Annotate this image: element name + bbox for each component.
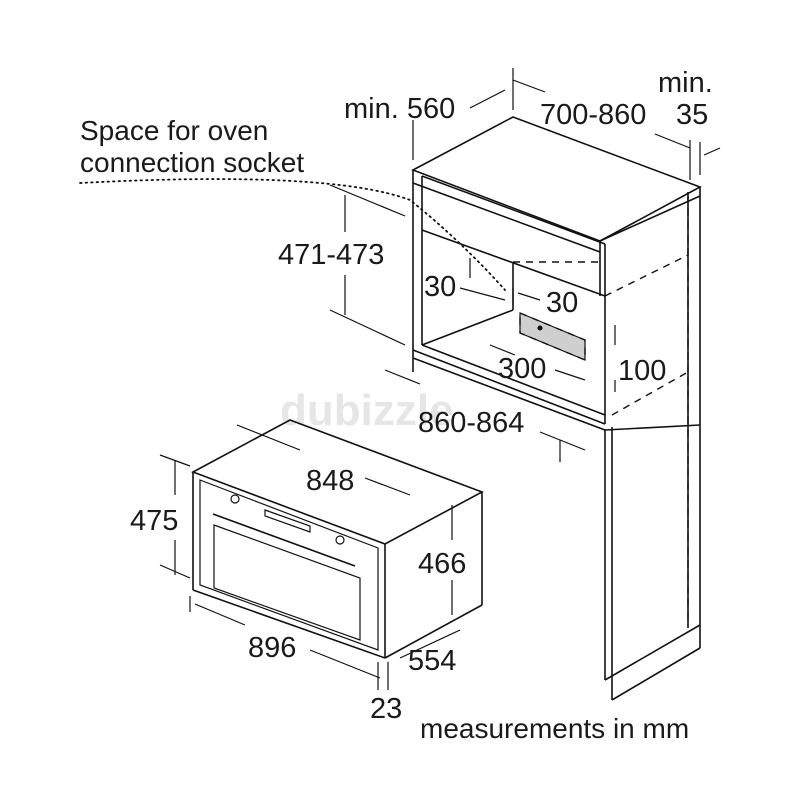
cabinet-top	[411, 116, 702, 242]
oven	[191, 419, 484, 659]
dim-min-560: min. 560	[344, 93, 455, 125]
cabinet	[411, 116, 702, 701]
dim-860-864: 860-864	[418, 407, 524, 439]
oven-display	[264, 509, 311, 533]
dim-554: 554	[408, 645, 456, 677]
measurements-note: measurements in mm	[420, 713, 689, 744]
dim-min-35-line2: 35	[676, 99, 708, 131]
dim-848: 848	[306, 465, 354, 497]
dim-700-860: 700-860	[540, 99, 646, 131]
socket-pointer-line	[79, 178, 506, 291]
dim-475: 475	[130, 505, 178, 537]
dim-23: 23	[370, 693, 402, 725]
dim-471-473: 471-473	[278, 239, 384, 271]
socket-label-line1: Space for oven	[80, 115, 268, 146]
dim-30-left: 30	[424, 271, 456, 303]
socket-label-line2: connection socket	[80, 147, 304, 178]
oven-door-window	[213, 524, 361, 641]
socket-area	[519, 312, 586, 361]
dimension-lines	[159, 68, 721, 690]
dim-466: 466	[418, 548, 466, 580]
dim-896: 896	[248, 632, 296, 664]
dim-300: 300	[498, 353, 546, 385]
dim-100: 100	[618, 355, 666, 387]
oven-knob-left	[230, 494, 240, 504]
dim-min-35-line1: min.	[658, 67, 713, 99]
oven-knob-right	[335, 535, 345, 545]
dim-30-right: 30	[546, 287, 578, 319]
